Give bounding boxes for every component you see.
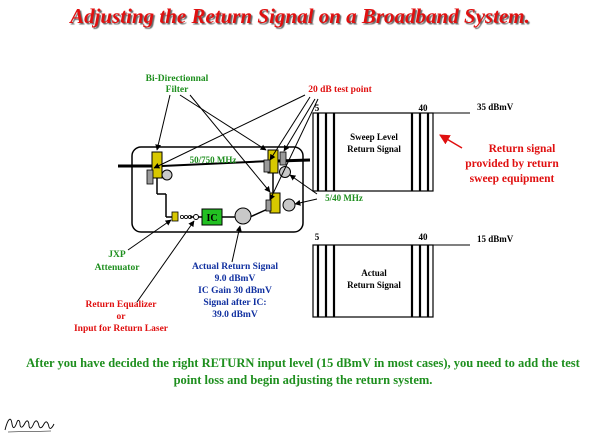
actual-end-freq: 40	[419, 232, 429, 242]
actual-signal-line4: Signal after IC:	[203, 298, 266, 308]
jxp-attenuator	[171, 211, 179, 222]
coupler-circle	[282, 198, 296, 212]
test-point-block	[265, 199, 272, 212]
actual-signal-display: 5 40 15 dBmV Actual Return Signal	[312, 232, 514, 318]
equalizer-label-line3: Input for Return Laser	[74, 324, 169, 334]
sweep-start-freq: 5	[315, 103, 320, 113]
sweep-label-line1: Sweep Level	[350, 132, 398, 142]
pointer-arrows	[127, 94, 319, 303]
forward-path-line	[161, 160, 271, 167]
sweep-level-display: 5 40 35 dBmV Sweep Level Return Signal	[312, 102, 514, 192]
callout-line3: sweep equipment	[470, 173, 555, 185]
sweep-level-value: 35 dBmV	[477, 102, 514, 112]
actual-signal-line3: IC Gain 30 dBmV	[198, 286, 272, 296]
actual-signal-line1: Actual Return Signal	[192, 262, 278, 272]
test-point-block	[279, 151, 287, 166]
actual-level-value: 15 dBmV	[477, 234, 514, 244]
actual-carrier-bars	[316, 245, 430, 317]
actual-label-line2: Return Signal	[347, 280, 401, 290]
sweep-label-line2: Return Signal	[347, 144, 401, 154]
actual-display-frame	[312, 244, 434, 318]
test-point-label: 20 dB test point	[308, 85, 372, 95]
return-freq-label: 5/40 MHz	[325, 193, 363, 203]
jxp-label-line2: Attenuator	[95, 263, 141, 273]
equalizer-label-line1: Return Equalizer	[86, 300, 158, 310]
return-amplifier	[234, 207, 252, 225]
sweep-carrier-bars	[316, 113, 430, 191]
callout-arrow	[439, 134, 463, 149]
footer-note: After you have decided the right RETURN …	[26, 356, 580, 387]
actual-label-line1: Actual	[361, 268, 387, 278]
return-equalizer	[193, 214, 199, 220]
test-point-block	[146, 169, 154, 185]
callout-line1: Return signal	[489, 143, 556, 155]
equalizer-label-line2: or	[117, 312, 127, 322]
author-signature	[4, 418, 55, 433]
ic-label: IC	[206, 213, 217, 224]
amplifier-housing	[131, 146, 304, 233]
sweep-display-frame	[312, 112, 434, 192]
actual-start-freq: 5	[315, 232, 320, 242]
bidir-filter-label-line2: Filter	[166, 85, 189, 95]
coupler-circle	[161, 169, 173, 181]
bidir-filter-label-line1: Bi-Directionnal	[146, 74, 209, 84]
sweep-end-freq: 40	[419, 103, 429, 113]
page-title: Adjusting the Return Signal on a Broadba…	[70, 4, 530, 28]
ic-block	[201, 208, 223, 226]
actual-signal-line2: 9.0 dBmV	[215, 274, 256, 284]
forward-freq-label: 50/750 MHz	[190, 155, 237, 165]
jxp-label-line1: JXP	[108, 250, 126, 260]
test-point-block	[263, 159, 271, 173]
callout-line2: provided by return	[465, 158, 559, 170]
actual-signal-line5: 39.0 dBmV	[212, 310, 258, 320]
